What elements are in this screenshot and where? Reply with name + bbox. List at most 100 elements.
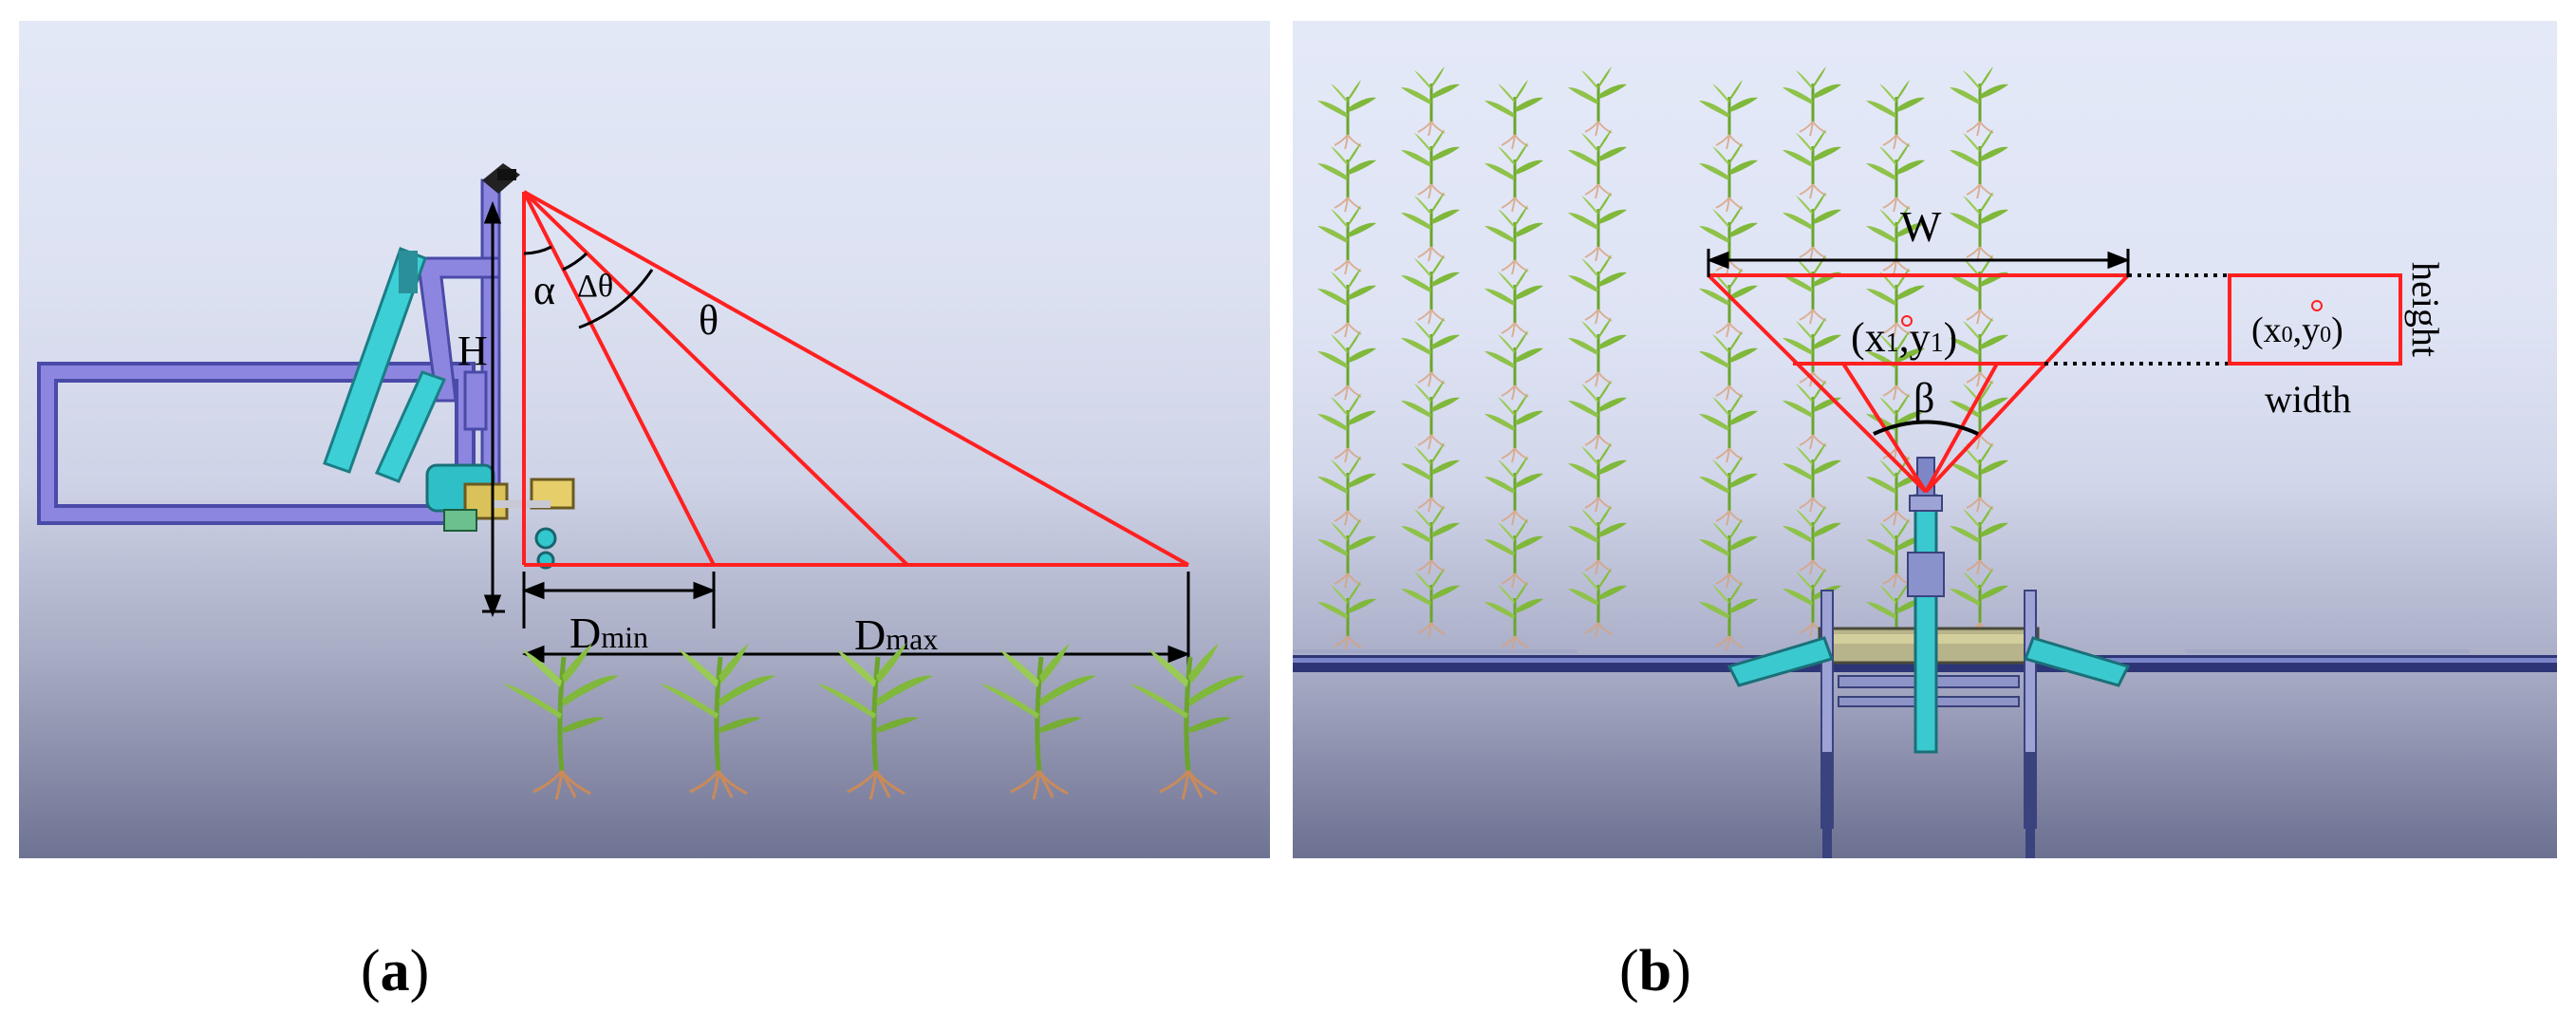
corn-plant-icon: [1566, 566, 1629, 639]
corn-plant-icon: [1316, 203, 1378, 276]
corn-plant-icon: [1399, 127, 1462, 200]
corn-plant-icon: [817, 643, 933, 799]
corn-plant-icon: [1129, 643, 1245, 799]
corn-plant-icon: [1316, 328, 1378, 402]
corn-plant-icon: [503, 643, 619, 799]
corn-plant-icon: [1781, 127, 1843, 200]
label-Dmax: Dmax: [854, 610, 938, 659]
dimension-Dmax: [521, 572, 1191, 666]
corn-plant-icon: [1566, 65, 1629, 138]
label-x0y0: (x0,y0): [2251, 310, 2343, 350]
corn-plant-icon: [1948, 190, 2010, 263]
label-alpha: α: [533, 267, 555, 313]
corn-plant-icon: [1566, 441, 1629, 514]
label-theta: θ: [699, 297, 719, 344]
corn-plant-icon: [1781, 65, 1843, 138]
corn-plant-icon: [1399, 441, 1462, 514]
sight-lines: [522, 190, 1189, 567]
corn-plant-icon: [1948, 441, 2010, 514]
label-height: height: [2404, 262, 2447, 357]
corn-plant-icon: [1483, 266, 1545, 339]
corn-plant-icon: [1399, 378, 1462, 451]
corn-plant-icon: [1697, 78, 1760, 151]
corn-plant-icon: [1864, 78, 1927, 151]
camera-field-of-view: [1707, 273, 2130, 494]
projection-lines: [2044, 273, 2228, 366]
corn-plant-icon: [1948, 566, 2010, 639]
dimension-W: [1706, 249, 2131, 277]
caption-a: (a): [361, 939, 430, 1004]
corn-plant-icon: [1483, 516, 1545, 590]
corn-plant-icon: [1399, 65, 1462, 138]
label-H: H: [457, 328, 488, 374]
corn-plant-icon: [1399, 503, 1462, 576]
center-point-marker: [1901, 315, 1913, 327]
hydraulic-actuator: [323, 247, 447, 483]
label-beta: β: [1913, 375, 1934, 422]
corn-plant-icon: [1697, 266, 1760, 339]
machine-frame: [37, 178, 501, 525]
label-x1y1: (x1,y1): [1851, 314, 1957, 361]
label-width: width: [2265, 378, 2351, 421]
side-view-diagram: H α Δθ θ Dmin: [37, 163, 1270, 858]
corn-plant-icon: [1697, 579, 1760, 652]
camera-icon: [482, 163, 520, 194]
corn-plant-icon: [1566, 127, 1629, 200]
corn-plant-icon: [1566, 190, 1629, 263]
plant-row: [503, 643, 1245, 799]
corn-plant-icon: [1483, 141, 1545, 214]
label-W: W: [1900, 202, 1942, 251]
corn-plant-icon: [1781, 378, 1843, 451]
corn-plant-icon: [1948, 253, 2010, 326]
corn-plant-icon: [1483, 203, 1545, 276]
corn-plant-icon: [1948, 127, 2010, 200]
spray-carriage: [1727, 457, 2131, 858]
corn-plant-icon: [1316, 454, 1378, 527]
corn-plant-icon: [1697, 454, 1760, 527]
corn-plant-icon: [1781, 253, 1843, 326]
corn-plant-icon: [1781, 441, 1843, 514]
image-center-marker: [2311, 300, 2323, 311]
corn-plant-icon: [1399, 566, 1462, 639]
panel-a-side-view: H α Δθ θ Dmin: [19, 21, 1270, 858]
corn-plant-icon: [660, 643, 775, 799]
image-frame: [2228, 273, 2402, 366]
corn-plant-icon: [1316, 579, 1378, 652]
corn-plant-icon: [1948, 315, 2010, 388]
corn-plant-icon: [1483, 78, 1545, 151]
corn-plant-icon: [980, 643, 1096, 799]
corn-plant-icon: [1948, 65, 2010, 138]
corn-plant-icon: [1781, 190, 1843, 263]
corn-plant-icon: [1316, 266, 1378, 339]
caption-b: (b): [1619, 939, 1691, 1004]
corn-plant-icon: [1697, 391, 1760, 464]
corn-plant-icon: [1399, 315, 1462, 388]
corn-plant-icon: [1483, 391, 1545, 464]
corn-plant-icon: [1483, 454, 1545, 527]
corn-plant-icon: [1316, 141, 1378, 214]
corn-plant-icon: [1566, 503, 1629, 576]
panel-b-top-view: W β (x1,y1) (x0,y0) width height: [1293, 21, 2557, 858]
corn-plant-icon: [1566, 378, 1629, 451]
corn-plant-icon: [1697, 516, 1760, 590]
top-view-diagram: W β (x1,y1) (x0,y0) width height: [1293, 65, 2557, 858]
corn-plant-icon: [1316, 78, 1378, 151]
corn-plant-icon: [1781, 503, 1843, 576]
label-delta-theta: Δθ: [577, 269, 613, 304]
corn-plant-icon: [1566, 253, 1629, 326]
angle-arcs: [523, 245, 654, 329]
beta-arc: [1873, 420, 1979, 436]
corn-plant-icon: [1399, 190, 1462, 263]
corn-plant-icon: [1483, 328, 1545, 402]
corn-plant-icon: [1483, 579, 1545, 652]
dimension-Dmin: [521, 572, 717, 629]
corn-plant-icon: [1316, 391, 1378, 464]
corn-plant-icon: [1697, 328, 1760, 402]
label-Dmin: Dmin: [569, 609, 648, 657]
corn-plant-icon: [1948, 503, 2010, 576]
corn-plant-icon: [1399, 253, 1462, 326]
corn-plant-icon: [1316, 516, 1378, 590]
corn-plant-icon: [1566, 315, 1629, 388]
dimension-H: [482, 200, 505, 618]
corn-plant-icon: [1697, 141, 1760, 214]
